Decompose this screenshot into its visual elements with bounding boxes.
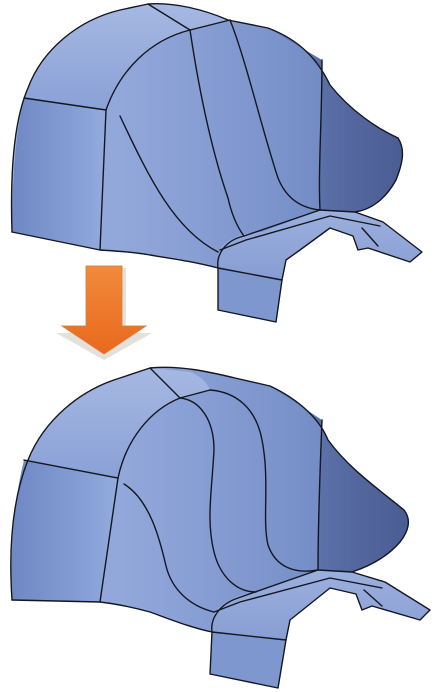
after-crease-10 xyxy=(213,577,383,613)
before-crease-10 xyxy=(219,215,381,251)
after-crease-5 xyxy=(179,397,257,593)
after-top-face xyxy=(24,368,210,478)
before-lower-block xyxy=(218,268,282,322)
before-crease-11 xyxy=(217,267,283,323)
before-bottom-edge xyxy=(11,231,219,269)
before-back-face xyxy=(268,28,403,212)
before-crease-9 xyxy=(217,209,423,281)
before-crease-2 xyxy=(99,109,107,251)
after-crease-8 xyxy=(149,367,181,399)
before-crease-12 xyxy=(361,227,379,247)
after-crease-3 xyxy=(117,389,211,479)
after-crease-2 xyxy=(99,477,119,603)
before-crease-8 xyxy=(147,3,191,31)
after-crease-9 xyxy=(211,569,431,641)
after-back-face xyxy=(270,386,409,572)
before-crease-4 xyxy=(119,115,219,253)
after-crease-7 xyxy=(317,419,323,571)
before-crease-1 xyxy=(23,97,107,111)
part-before xyxy=(10,2,423,323)
after-lower-block xyxy=(210,632,286,688)
after-crease-6 xyxy=(209,389,319,572)
before-crease-3 xyxy=(105,19,231,111)
down-arrow-icon xyxy=(56,265,152,360)
before-outline xyxy=(10,2,404,233)
after-outline xyxy=(10,366,410,601)
before-crease-5 xyxy=(189,29,245,237)
after-crease-11 xyxy=(209,631,287,689)
after-crease-4 xyxy=(123,483,215,613)
after-crease-12 xyxy=(363,589,383,607)
after-bottom-edge xyxy=(11,599,213,633)
part-after xyxy=(10,366,431,689)
before-crease-7 xyxy=(318,59,323,211)
after-crease-1 xyxy=(23,459,119,479)
before-front-face xyxy=(12,98,106,250)
before-crease-6 xyxy=(229,19,321,211)
after-front-face xyxy=(11,460,118,602)
